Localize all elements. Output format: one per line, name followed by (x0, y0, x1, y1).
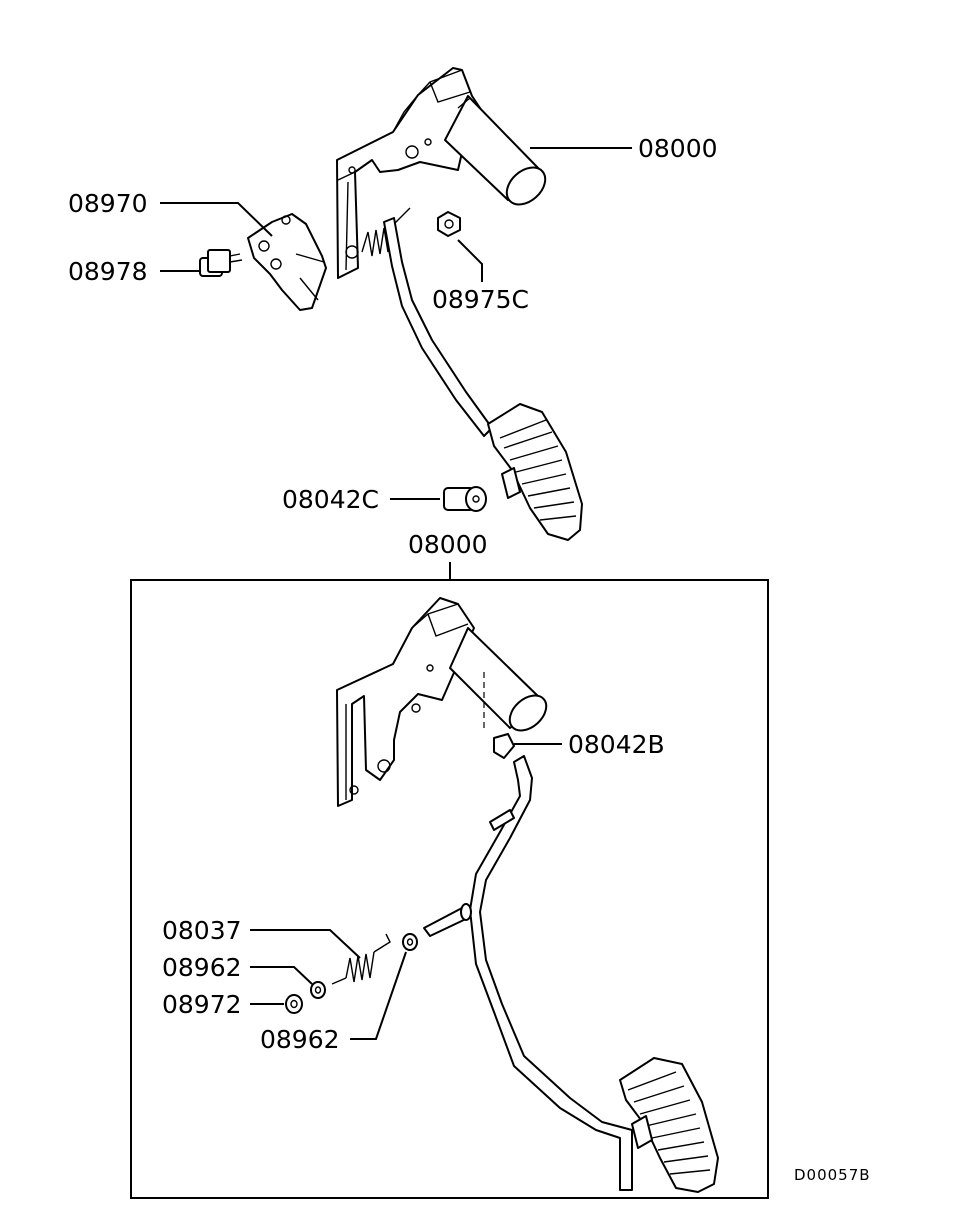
pedal-assembly-illustration (336, 67, 583, 541)
callout-nut: 08975C (432, 285, 529, 314)
sensor-bolt-illustration (199, 249, 243, 277)
washer-lower-illustration (402, 933, 418, 951)
callout-assembly-box: 08000 (408, 530, 488, 559)
pedal-stopper-illustration (443, 486, 487, 512)
callout-washer-upper: 08962 (162, 953, 242, 982)
throttle-position-sensor-illustration (247, 213, 327, 311)
callout-stopper-top: 08042C (282, 485, 379, 514)
callout-stopper-box: 08042B (568, 730, 665, 759)
exploded-view-frame (130, 579, 769, 1199)
nut-illustration (437, 211, 461, 237)
callout-washer-lower: 08962 (260, 1025, 340, 1054)
callout-sensor: 08970 (68, 189, 148, 218)
callout-bushing: 08972 (162, 990, 242, 1019)
callout-assembly-top: 08000 (638, 134, 718, 163)
callout-sensor-bolt: 08978 (68, 257, 148, 286)
callout-spring: 08037 (162, 916, 242, 945)
exploded-pedal-illustration (336, 597, 719, 1193)
diagram-id: D00057B (794, 1166, 871, 1184)
washer-upper-illustration (310, 981, 326, 999)
bushing-illustration (285, 994, 303, 1014)
return-spring-illustration (331, 933, 391, 985)
